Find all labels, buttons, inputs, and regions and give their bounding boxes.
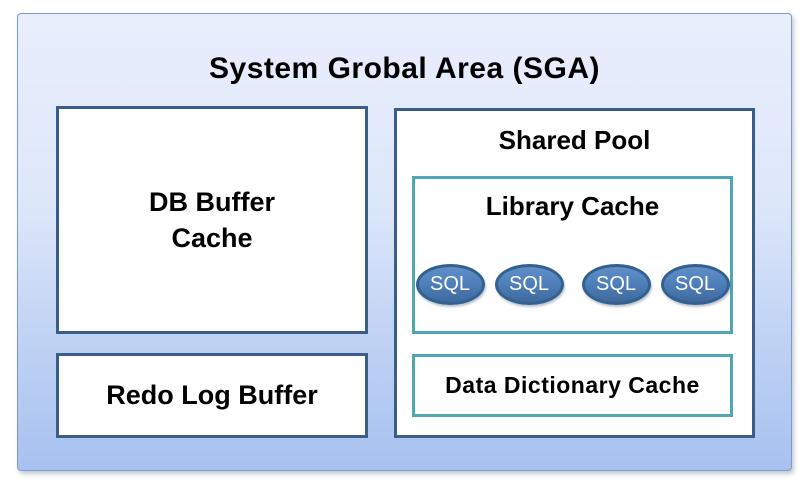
sql-ellipse: SQL [581,264,651,305]
library-cache-box: Library Cache SQL SQL SQL SQL [412,176,733,334]
sql-ellipse: SQL [415,264,485,305]
sga-container-box: System Grobal Area (SGA) DB Buffer Cache… [17,13,792,471]
sql-ellipse: SQL [494,264,564,305]
sga-title: System Grobal Area (SGA) [209,52,600,85]
redo-log-buffer-box: Redo Log Buffer [56,353,368,438]
library-cache-label: Library Cache [485,191,660,221]
shared-pool-label: Shared Pool [498,125,651,155]
db-buffer-cache-box: DB Buffer Cache [56,106,368,334]
db-buffer-cache-label-line2: Cache [171,223,253,253]
db-buffer-cache-label-line1: DB Buffer [149,187,275,217]
redo-log-buffer-label: Redo Log Buffer [106,380,318,410]
data-dictionary-cache-box: Data Dictionary Cache [412,354,733,417]
data-dictionary-cache-label: Data Dictionary Cache [445,372,700,398]
sql-ellipse: SQL [660,264,730,305]
sql-statements-row: SQL SQL SQL SQL [415,264,730,305]
shared-pool-box: Shared Pool Library Cache SQL SQL SQL SQ… [394,108,755,438]
